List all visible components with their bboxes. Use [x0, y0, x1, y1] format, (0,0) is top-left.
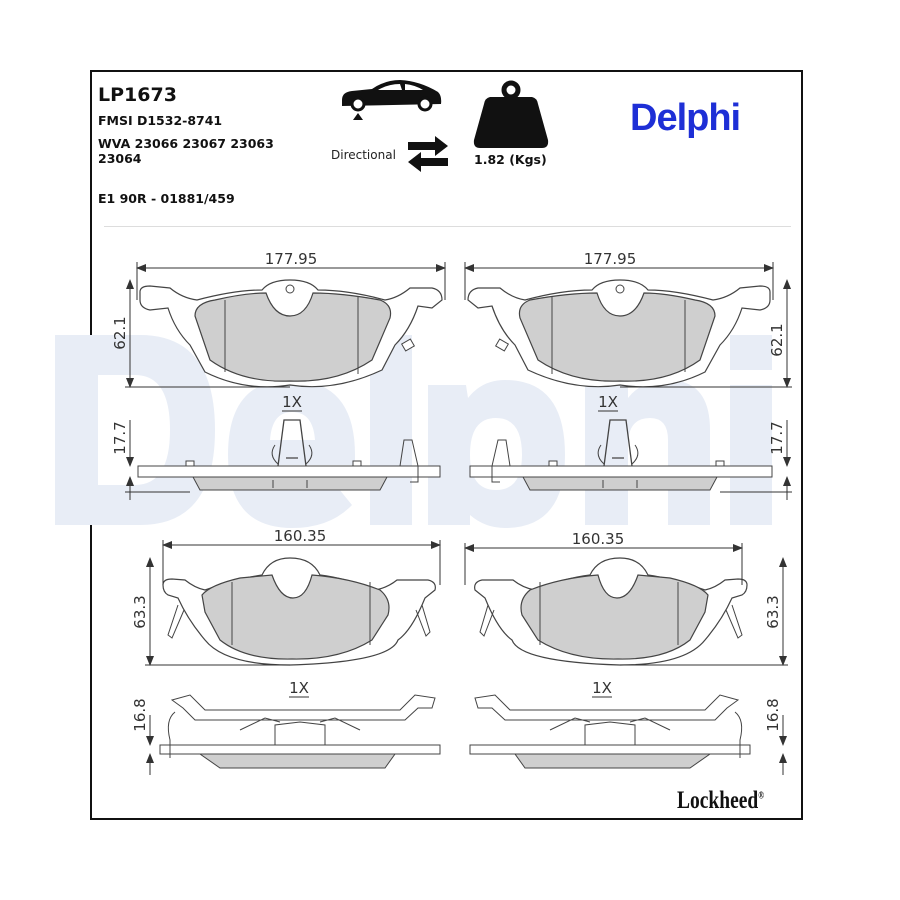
fmsi-code: FMSI D1532-8741 [98, 113, 223, 128]
approval-code: E1 90R - 01881/459 [98, 191, 235, 206]
front-qty-right: 1X [598, 393, 618, 411]
part-number: LP1673 [98, 84, 177, 106]
rear-thickness-dimension-left: 16.8 [131, 698, 149, 731]
car-front-axle-icon [342, 80, 442, 120]
rear-height-dimension-left: 63.3 [131, 595, 149, 628]
registered-mark: ® [758, 790, 765, 802]
lockheed-text: Lockheed [677, 787, 759, 814]
front-thickness-dimension-right: 17.7 [768, 421, 786, 454]
rear-width-dimension-right: 160.35 [572, 530, 625, 548]
delphi-logo: Delphi [630, 97, 741, 139]
front-height-dimension-left: 62.1 [111, 316, 129, 349]
front-height-dimension-right: 62.1 [768, 323, 786, 356]
rear-qty-left: 1X [289, 679, 309, 697]
weight-value: 1.82 (Kgs) [474, 152, 547, 167]
rear-pad-top-view-left [162, 557, 436, 666]
rear-qty-right: 1X [592, 679, 612, 697]
front-qty-left: 1X [282, 393, 302, 411]
rear-thickness-dimension-right: 16.8 [764, 698, 782, 731]
wva-codes: WVA 23066 23067 23063 23064 [98, 136, 274, 166]
dimension-lines [125, 262, 792, 775]
rear-height-dimension-right: 63.3 [764, 595, 782, 628]
rear-pad-side-view-left [159, 694, 441, 769]
weight-icon [473, 80, 549, 148]
directional-arrows-icon [408, 136, 448, 172]
rear-width-dimension-left: 160.35 [274, 527, 327, 545]
front-thickness-dimension-left: 17.7 [111, 421, 129, 454]
front-width-dimension-left: 177.95 [265, 250, 318, 268]
directional-label: Directional [331, 148, 396, 162]
header-divider [104, 226, 791, 227]
lockheed-logo: Lockheed® [677, 787, 764, 815]
front-width-dimension-right: 177.95 [584, 250, 637, 268]
